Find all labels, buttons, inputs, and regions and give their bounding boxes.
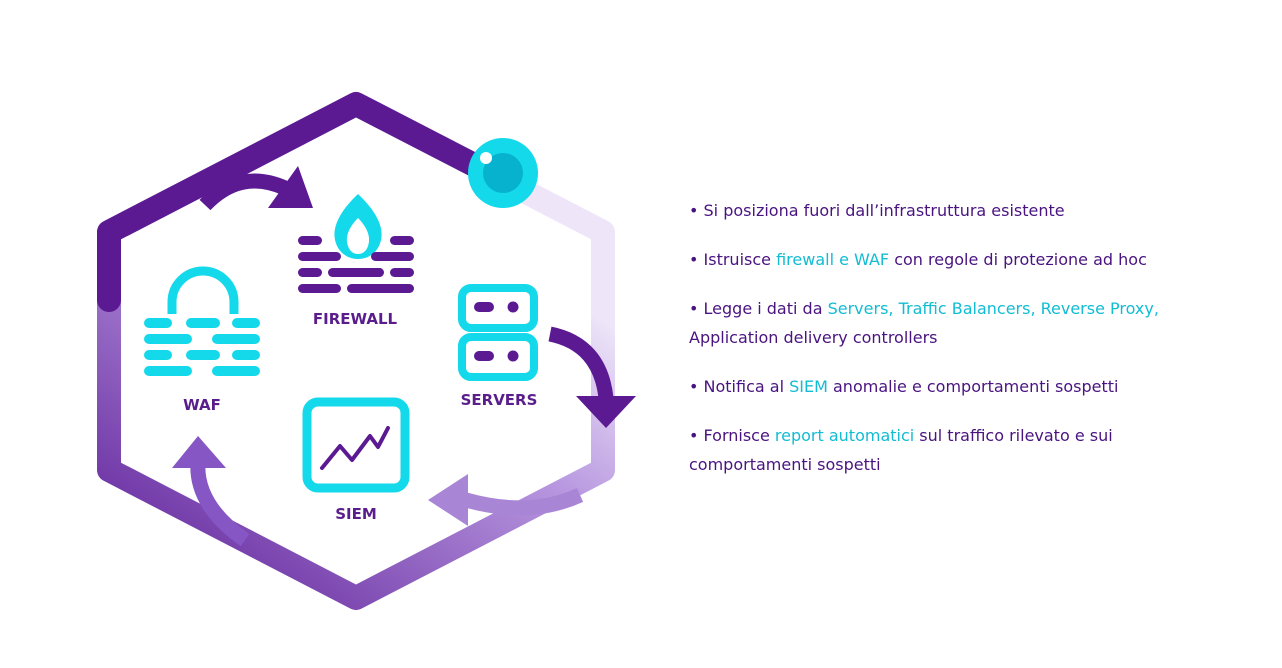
siem-label: SIEM bbox=[335, 505, 377, 523]
waf-lock-icon bbox=[144, 266, 260, 376]
servers-label: SERVERS bbox=[461, 391, 538, 409]
lens-icon bbox=[468, 138, 538, 208]
arrow-to-servers bbox=[548, 326, 636, 428]
feature-item: • Notifica al SIEM anomalie e comportame… bbox=[689, 372, 1169, 401]
feature-highlight: SIEM bbox=[789, 377, 828, 396]
feature-text: con regole di protezione ad hoc bbox=[889, 250, 1147, 269]
arrow-to-waf bbox=[172, 436, 250, 547]
feature-highlight: firewall e WAF bbox=[776, 250, 890, 269]
feature-list: • Si posiziona fuori dall’infrastruttura… bbox=[689, 196, 1169, 499]
feature-text: anomalie e comportamenti sospetti bbox=[827, 377, 1119, 396]
feature-text: • Notifica al bbox=[689, 377, 790, 396]
feature-text: • Legge i dati da bbox=[689, 299, 828, 318]
feature-item: • Fornisce report automatici sul traffic… bbox=[689, 421, 1169, 479]
waf-label: WAF bbox=[183, 396, 221, 414]
feature-text: Application delivery controllers bbox=[689, 328, 938, 347]
feature-text: sul traffico rilevato e sui comportament… bbox=[689, 426, 1113, 474]
hexagon-ring-top-dark bbox=[97, 92, 492, 312]
feature-text: • Istruisce bbox=[689, 250, 777, 269]
server-icon bbox=[458, 284, 538, 381]
feature-item: • Istruisce firewall e WAF con regole di… bbox=[689, 245, 1169, 274]
firewall-icon bbox=[298, 194, 414, 293]
feature-highlight: report automatici bbox=[774, 426, 915, 445]
feature-text: • Fornisce bbox=[689, 426, 775, 445]
arrow-to-siem bbox=[428, 474, 584, 526]
firewall-label: FIREWALL bbox=[313, 310, 398, 328]
feature-text: • Si posiziona fuori dall’infrastruttura… bbox=[689, 201, 1065, 220]
feature-highlight: Servers, Traffic Balancers, Reverse Prox… bbox=[827, 299, 1159, 318]
security-cycle-diagram: FIREWALL SERVERS SIEM WAF bbox=[97, 92, 636, 610]
arrow-to-firewall bbox=[199, 166, 313, 211]
siem-monitor-icon bbox=[302, 397, 410, 493]
feature-item: • Si posiziona fuori dall’infrastruttura… bbox=[689, 196, 1169, 225]
feature-item: • Legge i dati da Servers, Traffic Balan… bbox=[689, 294, 1169, 352]
